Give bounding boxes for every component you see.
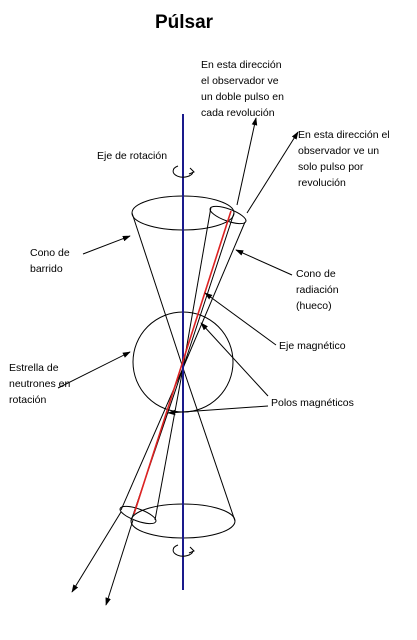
label-neutron-star: Estrella de neutrones en rotación (9, 362, 73, 406)
pointer-pole-upper (200, 322, 269, 397)
label-rotation-axis: Eje de rotación (97, 150, 167, 162)
label-magnetic-axis: Eje magnético (279, 340, 346, 352)
pointer-neutron-star (57, 351, 131, 389)
rotation-arrow-top-icon (172, 165, 195, 178)
label-double-pulse: En esta dirección el observador ve un do… (201, 59, 287, 119)
label-pointers (57, 235, 293, 416)
pointer-magnetic-axis (204, 292, 277, 346)
magnetic-axis-line (133, 210, 232, 515)
radiation-cone-top-edge-right (182, 221, 246, 369)
rotation-arrow-bottom-icon (172, 544, 195, 557)
label-magnetic-poles: Polos magnéticos (271, 397, 354, 409)
emission-arrow-double-pulse (236, 117, 258, 206)
emission-arrow-lower-center (105, 519, 134, 606)
pointer-pole-lower (167, 405, 269, 416)
radiation-cone-bottom-edge-right (154, 367, 184, 521)
pointer-radiation-cone (235, 249, 293, 276)
sweep-cone-edge-upper-left (131, 212, 184, 369)
diagram-title: Púlsar (155, 12, 214, 33)
label-sweep-cone: Cono de barrido (30, 247, 73, 275)
emission-arrow-single-pulse (246, 131, 299, 214)
radiation-cone-bottom-ellipse (119, 505, 157, 525)
emission-arrow-lower-left (71, 511, 122, 593)
radiation-cone (119, 205, 247, 525)
sweep-cone-edge-lower-right (182, 367, 236, 522)
sweep-cone-edge-upper-right (182, 212, 235, 369)
pointer-sweep-cone (82, 235, 131, 255)
radiation-cone-top-edge-left (182, 206, 212, 369)
label-radiation-cone: Cono de radiación (hueco) (296, 268, 342, 312)
radiation-cone-top-ellipse (209, 205, 247, 225)
label-single-pulse: En esta dirección el observador ve un so… (298, 129, 393, 189)
emission-arrows (71, 117, 299, 606)
